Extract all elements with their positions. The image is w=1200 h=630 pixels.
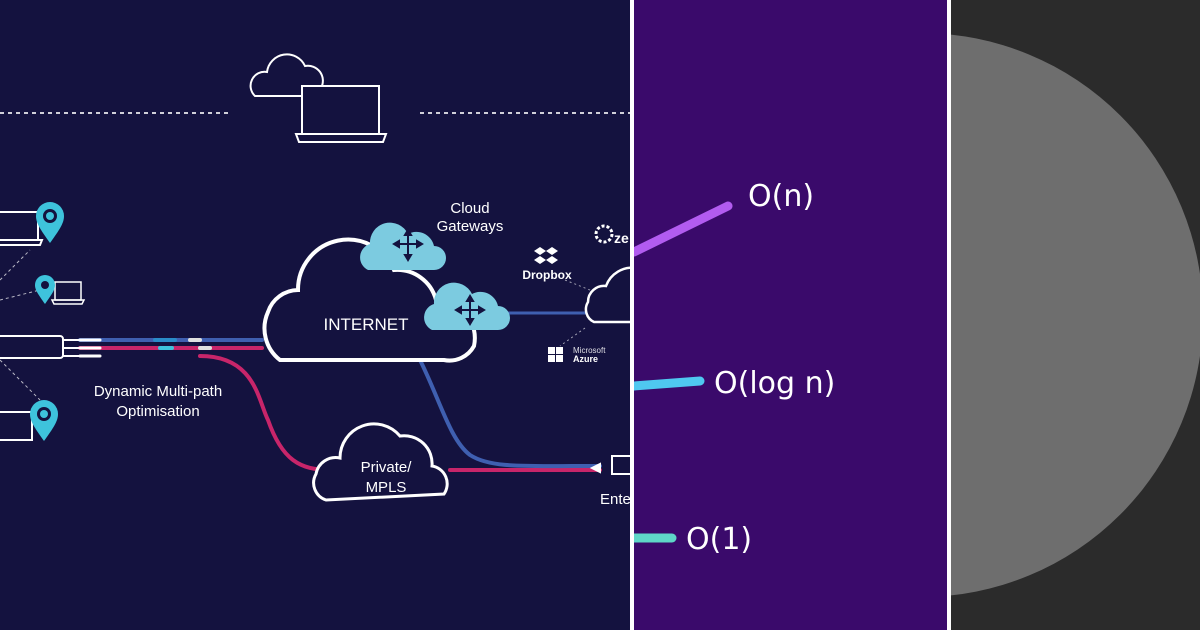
laptop-icon-middle xyxy=(50,281,86,305)
enterprise-laptop-icon xyxy=(589,455,630,475)
on-label: O(n) xyxy=(748,179,814,214)
on-curve xyxy=(634,201,733,257)
enterprise-label: Ente xyxy=(600,491,630,508)
mpls-cloud-shape xyxy=(312,422,449,502)
gray-circle-graphic xyxy=(951,34,1200,596)
cloud-laptop-icon xyxy=(249,53,388,143)
cloud-gateways-label-line2: Gateways xyxy=(437,218,504,235)
zendesk-label: ze xyxy=(614,230,629,246)
dropbox-label: Dropbox xyxy=(522,268,572,282)
dmp-label-line2: Optimisation xyxy=(116,403,199,420)
location-pin-icon-bottom xyxy=(30,400,58,441)
internet-label: INTERNET xyxy=(324,315,409,334)
network-diagram-panel: INTERNET Cloud Gateways Dynamic Multi-pa… xyxy=(0,0,630,630)
cloud-gateways-label-line1: Cloud xyxy=(450,200,489,217)
complexity-panel: O(n) O(log n) O(1) xyxy=(634,0,947,630)
network-diagram: INTERNET Cloud Gateways Dynamic Multi-pa… xyxy=(0,53,630,508)
complexity-graphic: O(n) O(log n) O(1) xyxy=(634,179,835,557)
path-pink-mpls xyxy=(198,354,332,472)
dmp-label-line1: Dynamic Multi-path xyxy=(94,383,222,400)
azure-label-line2: Azure xyxy=(573,354,598,364)
network-paths xyxy=(78,311,602,472)
gray-circle-panel xyxy=(951,0,1200,630)
saas-links xyxy=(559,279,596,347)
dropbox-icon xyxy=(534,247,558,264)
ologn-label: O(log n) xyxy=(714,366,835,401)
laptop-icon-top xyxy=(0,211,44,246)
private-label-line2: MPLS xyxy=(366,479,407,496)
o1-label: O(1) xyxy=(686,522,752,557)
panel-divider-2 xyxy=(947,0,951,630)
location-pin-icon-top xyxy=(36,202,64,243)
zendesk-icon xyxy=(594,224,614,244)
saas-cloud-shape xyxy=(584,266,630,324)
panel-divider-1 xyxy=(630,0,634,630)
azure-label-line1: Microsoft xyxy=(573,346,606,355)
router-icon xyxy=(0,335,80,359)
cloud-gateway-icon-2 xyxy=(424,282,510,330)
private-label-line1: Private/ xyxy=(361,459,413,476)
cloud-gateway-icon-1 xyxy=(360,222,446,270)
windows-icon xyxy=(548,347,563,362)
gray-circle xyxy=(951,34,1200,596)
ologn-curve xyxy=(634,376,705,391)
branch-links xyxy=(0,249,41,401)
location-pin-icon-middle xyxy=(35,275,55,304)
path-blue-enterprise xyxy=(418,358,602,469)
laptop-icon-bottom xyxy=(0,411,33,441)
